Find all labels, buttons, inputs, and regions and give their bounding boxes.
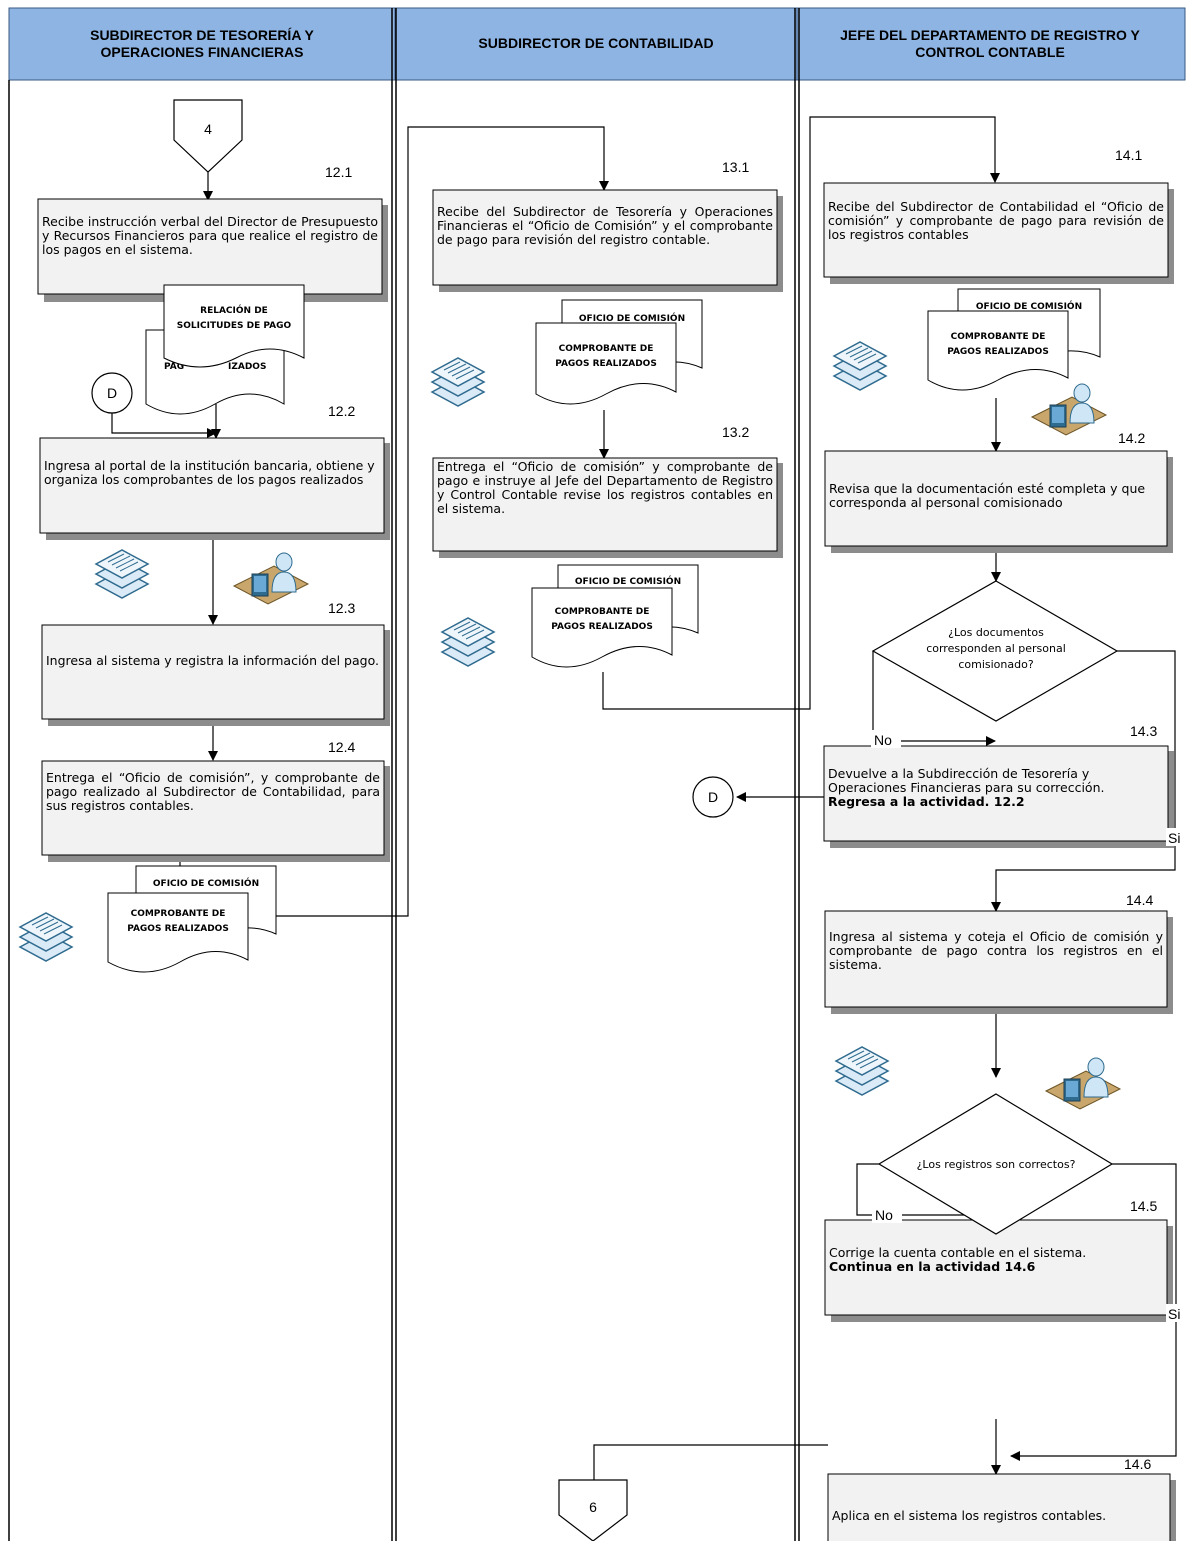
- step-text: Entrega el “Oficio de comisión”, y compr…: [46, 771, 380, 813]
- connector-loop-d-ref: D: [692, 776, 734, 818]
- decision-text-line: ¿Los documentos: [948, 626, 1044, 639]
- branch-yes-label: Si: [1168, 830, 1180, 846]
- document-stack-icon: [835, 1046, 889, 1096]
- document-label: COMPROBANTE DE: [555, 607, 650, 617]
- branch-yes-label: Si: [1168, 1306, 1180, 1322]
- document-stack-icon: [431, 357, 485, 407]
- step-numbers: 12.1 12.2 12.3 12.4 13.1 13.2 14.1 14.2 …: [325, 147, 1157, 1472]
- step-number: 14.3: [1130, 723, 1157, 739]
- connector-start: 4: [173, 99, 243, 173]
- process-box-12-2: Ingresa al portal de la institución banc…: [39, 437, 390, 540]
- step-number: 14.4: [1126, 892, 1153, 908]
- branch-no-label: No: [874, 732, 892, 748]
- process-box-14-5: Corrige la cuenta contable en el sistema…: [824, 1219, 1173, 1322]
- document-label: OFICIO DE COMISIÓN: [579, 312, 685, 324]
- lane-title-line: JEFE DEL DEPARTAMENTO DE REGISTRO Y: [840, 27, 1140, 43]
- decision-text-line: comisionado?: [958, 658, 1033, 671]
- document-pair-12-4: OFICIO DE COMISIÓN COMPROBANTE DE PAGOS …: [107, 865, 277, 973]
- lane-title-line: SUBDIRECTOR DE TESORERÍA Y: [90, 27, 314, 43]
- step-text: Devuelve a la Subdirección de Tesorería …: [828, 767, 1105, 795]
- process-box-12-3: Ingresa al sistema y registra la informa…: [41, 624, 390, 726]
- document-label: OFICIO DE COMISIÓN: [976, 300, 1082, 312]
- step-text-bold: Regresa a la actividad. 12.2: [828, 794, 1025, 809]
- process-box-14-4: Ingresa al sistema y coteja el Oficio de…: [824, 910, 1173, 1014]
- lane-title-line: CONTROL CONTABLE: [915, 44, 1065, 60]
- step-text: Corrige la cuenta contable en el sistema…: [829, 1246, 1087, 1260]
- connector-label: D: [107, 385, 117, 401]
- step-text: Entrega el “Oficio de comisión” y compro…: [437, 460, 773, 516]
- step-text: Recibe instrucción verbal del Director d…: [42, 215, 378, 257]
- decision-text-line: corresponden al personal: [926, 642, 1066, 655]
- connector-loop-d: D: [91, 372, 133, 414]
- step-number: 13.2: [722, 424, 749, 440]
- process-box-14-3: Devuelve a la Subdirección de Tesorería …: [823, 745, 1174, 848]
- user-computer-icon: [1045, 1057, 1121, 1110]
- step-text-container: Devuelve a la Subdirección de Tesorería …: [828, 767, 1164, 809]
- connector-label: D: [708, 789, 718, 805]
- document-label: PAG: [164, 362, 184, 372]
- decision-registros: ¿Los registros son correctos?: [877, 1093, 1114, 1235]
- step-number: 14.5: [1130, 1198, 1157, 1214]
- step-text: Ingresa al sistema y coteja el Oficio de…: [829, 930, 1163, 972]
- step-number: 12.3: [328, 600, 355, 616]
- document-stack-icon: [833, 341, 887, 391]
- document-label: PAGOS REALIZADOS: [555, 359, 657, 369]
- process-box-13-2: Entrega el “Oficio de comisión” y compro…: [432, 457, 783, 558]
- step-text-bold: Continua en la actividad 14.6: [829, 1259, 1036, 1274]
- lane-dividers: [8, 8, 800, 1541]
- step-number: 13.1: [722, 159, 749, 175]
- connector-end: 6: [558, 1479, 628, 1541]
- document-pair-14-1: OFICIO DE COMISIÓN COMPROBANTE DE PAGOS …: [927, 288, 1101, 391]
- lane-title-line: OPERACIONES FINANCIERAS: [100, 44, 303, 60]
- step-text: Aplica en el sistema los registros conta…: [832, 1509, 1107, 1523]
- step-text: Recibe del Subdirector de Tesorería y Op…: [437, 205, 773, 247]
- document-label: IZADOS: [228, 362, 266, 372]
- step-text: Recibe del Subdirector de Contabilidad e…: [828, 200, 1164, 242]
- document-label: PAGOS REALIZADOS: [127, 924, 229, 934]
- document-label: OFICIO DE COMISIÓN: [575, 575, 681, 587]
- branch-no-label: No: [875, 1207, 893, 1223]
- step-text: Ingresa al portal de la institución banc…: [44, 459, 375, 487]
- document-pair-13-1: OFICIO DE COMISIÓN COMPROBANTE DE PAGOS …: [535, 299, 703, 405]
- document-label: PAGOS REALIZADOS: [551, 622, 653, 632]
- process-box-14-6: Aplica en el sistema los registros conta…: [827, 1473, 1176, 1541]
- document-stack-icon: [441, 617, 495, 667]
- process-box-13-1: Recibe del Subdirector de Tesorería y Op…: [432, 189, 783, 292]
- lane-header-tesoreria: SUBDIRECTOR DE TESORERÍA Y OPERACIONES F…: [8, 7, 396, 81]
- process-box-14-2: Revisa que la documentación esté complet…: [824, 450, 1173, 553]
- process-box-14-1: Recibe del Subdirector de Contabilidad e…: [823, 182, 1174, 284]
- document-label: COMPROBANTE DE: [559, 344, 654, 354]
- step-number: 12.2: [328, 403, 355, 419]
- document-stack-icon: [95, 549, 149, 599]
- lane-header-registro: JEFE DEL DEPARTAMENTO DE REGISTRO Y CONT…: [796, 7, 1186, 81]
- document-label: COMPROBANTE DE: [131, 909, 226, 919]
- step-number: 14.6: [1124, 1456, 1151, 1472]
- branch-labels: No Si No Si: [871, 730, 1188, 1322]
- decision-text: ¿Los registros son correctos?: [917, 1158, 1076, 1171]
- document-label: COMPROBANTE DE: [951, 332, 1046, 342]
- step-number: 12.1: [325, 164, 352, 180]
- decision-documentos: ¿Los documentos corresponden al personal…: [871, 580, 1119, 722]
- document-pair-13-2: OFICIO DE COMISIÓN COMPROBANTE DE PAGOS …: [531, 564, 699, 668]
- document-stack-icon: [19, 912, 73, 962]
- lane-header-contabilidad: SUBDIRECTOR DE CONTABILIDAD: [394, 7, 798, 81]
- connector-label: 6: [589, 1499, 597, 1515]
- process-box-12-4: Entrega el “Oficio de comisión”, y compr…: [41, 760, 390, 862]
- step-text-container: Corrige la cuenta contable en el sistema…: [829, 1246, 1163, 1274]
- document-label: RELACIÓN DE: [200, 304, 268, 316]
- user-computer-icon: [1031, 383, 1107, 436]
- lane-title-line: SUBDIRECTOR DE CONTABILIDAD: [478, 35, 713, 51]
- step-text: Ingresa al sistema y registra la informa…: [46, 654, 379, 668]
- document-label: PAGOS REALIZADOS: [947, 347, 1049, 357]
- connector-label: 4: [204, 121, 212, 137]
- user-computer-icon: [233, 552, 309, 605]
- step-number: 14.1: [1115, 147, 1142, 163]
- step-number: 14.2: [1118, 430, 1145, 446]
- step-text: Revisa que la documentación esté complet…: [829, 482, 1146, 510]
- document-relacion-solicitudes: RELACIÓN DE SOLICITUDES DE PAGO: [163, 284, 305, 368]
- step-number: 12.4: [328, 739, 355, 755]
- document-label: SOLICITUDES DE PAGO: [177, 321, 292, 331]
- document-label: OFICIO DE COMISIÓN: [153, 877, 259, 889]
